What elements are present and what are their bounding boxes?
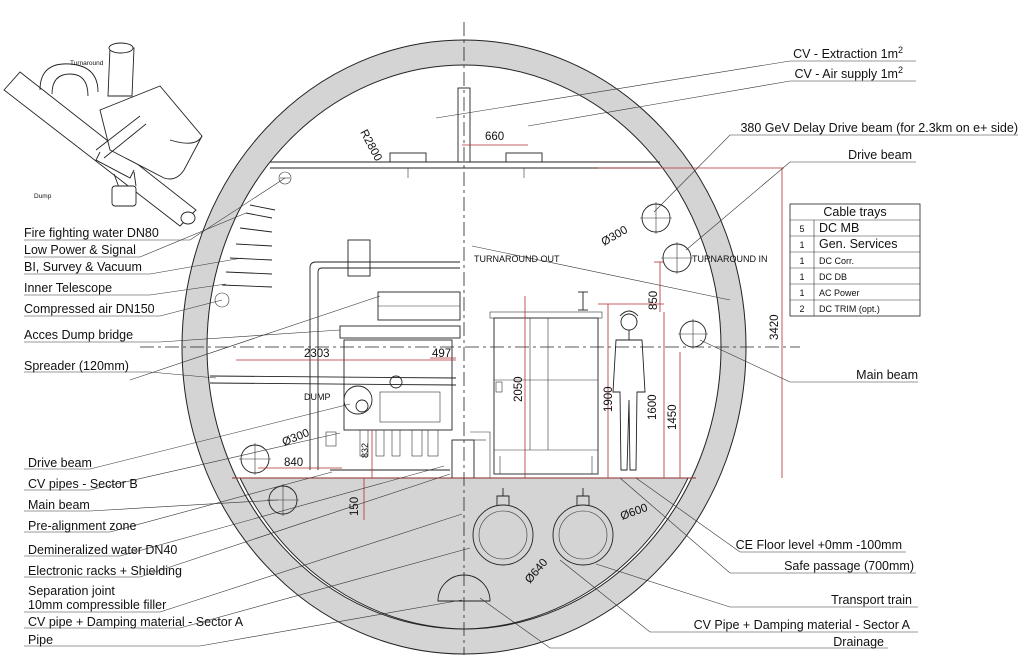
cable-trays-table: Cable trays 5 DC MB 1 Gen. Services 1 DC… [789,203,921,317]
label-pipe: Pipe [28,633,53,647]
dim-497: 497 [432,348,451,360]
label-dump: DUMP [304,392,331,402]
dim-150: 150 [349,497,361,516]
table-row-count: 1 [799,256,804,266]
label-main-beam-left: Main beam [28,498,90,512]
label-cv-pipe-sector-a-right: CV Pipe + Damping material - Sector A [694,618,911,632]
label-electronic-racks: Electronic racks + Shielding [28,564,182,578]
label-cv-air-supply: CV - Air supply 1m2 [794,65,903,81]
dim-840: 840 [284,457,303,469]
table-row-count: 1 [799,240,804,250]
label-cv-pipe-sector-a-left: CV pipe + Damping material - Sector A [28,615,244,629]
inset-3d-sketch [3,42,203,227]
table-row-name: DC Corr. [819,256,854,266]
right-labels: CV - Extraction 1m2 CV - Air supply 1m2 … [694,45,1018,649]
label-delay-drive-beam: 380 GeV Delay Drive beam (for 2.3km on e… [740,121,1018,135]
inset-label-turnaround: Turnaround [70,60,104,67]
label-safe-passage: Safe passage (700mm) [784,559,914,573]
label-low-power-signal: Low Power & Signal [24,243,136,257]
label-drive-beam-right: Drive beam [848,148,912,162]
ceiling-ducts [270,87,660,185]
label-cv-pipes-sector-b: CV pipes - Sector B [28,477,138,491]
table-row-name: AC Power [819,288,860,298]
dim-1900: 1900 [603,386,615,412]
inset-label-dump: Dump [34,193,52,200]
table-row-count: 2 [799,304,804,314]
label-pre-alignment-zone: Pre-alignment zone [28,519,136,533]
dim-832: 832 [360,443,370,458]
dim-3420: 3420 [769,314,781,340]
label-bi-survey-vacuum: BI, Survey & Vacuum [24,260,142,274]
right-leader-lines [435,60,1018,649]
left-labels: Fire fighting water DN80 Low Power & Sig… [24,226,244,647]
label-drive-beam-left: Drive beam [28,456,92,470]
inner-labels: TURNAROUND OUT TURNAROUND IN DUMP Turnar… [34,60,768,402]
person-silhouette [612,310,646,471]
floor-pipes [437,488,614,602]
dim-dia300-top: Ø300 [600,224,630,248]
label-acces-dump-bridge: Acces Dump bridge [24,328,133,342]
label-transport-train: Transport train [831,593,912,607]
label-separation-joint: Separation joint [28,584,115,598]
label-drainage: Drainage [833,635,884,649]
left-leader-lines [24,177,471,647]
dim-1600: 1600 [647,394,659,420]
table-row-count: 5 [799,224,804,234]
label-inner-telescope: Inner Telescope [24,281,112,295]
table-row-name: DC DB [819,272,847,282]
electronic-rack [489,291,603,475]
table-row-name: Gen. Services [819,237,898,251]
label-compressible-filler: 10mm compressible filler [28,598,166,612]
table-row-count: 1 [799,288,804,298]
label-ce-floor-level: CE Floor level +0mm -100mm [736,538,902,552]
beam-pipes [239,202,708,516]
label-turnaround-in: TURNAROUND IN [692,254,768,264]
cable-trays-title: Cable trays [823,205,886,219]
dim-dia300-bottom: Ø300 [281,427,312,449]
dim-r2800: R2800 [357,128,384,164]
dim-2050: 2050 [513,376,525,402]
dim-1450: 1450 [667,404,679,430]
wall-cable-trays [214,204,276,308]
label-fire-fighting-water: Fire fighting water DN80 [24,226,159,240]
dump-equipment [209,239,491,479]
label-spreader: Spreader (120mm) [24,359,129,373]
table-row-name: DC TRIM (opt.) [819,304,880,314]
label-cv-extraction: CV - Extraction 1m2 [793,45,903,61]
dim-660: 660 [485,131,504,143]
dim-2303: 2303 [304,348,330,360]
label-demineralized-water: Demineralized water DN40 [28,543,177,557]
label-compressed-air: Compressed air DN150 [24,302,155,316]
table-row-count: 1 [799,272,804,282]
label-turnaround-out: TURNAROUND OUT [474,254,560,264]
dim-850: 850 [648,291,660,310]
label-main-beam-right: Main beam [856,368,918,382]
table-row-name: DC MB [819,221,859,235]
